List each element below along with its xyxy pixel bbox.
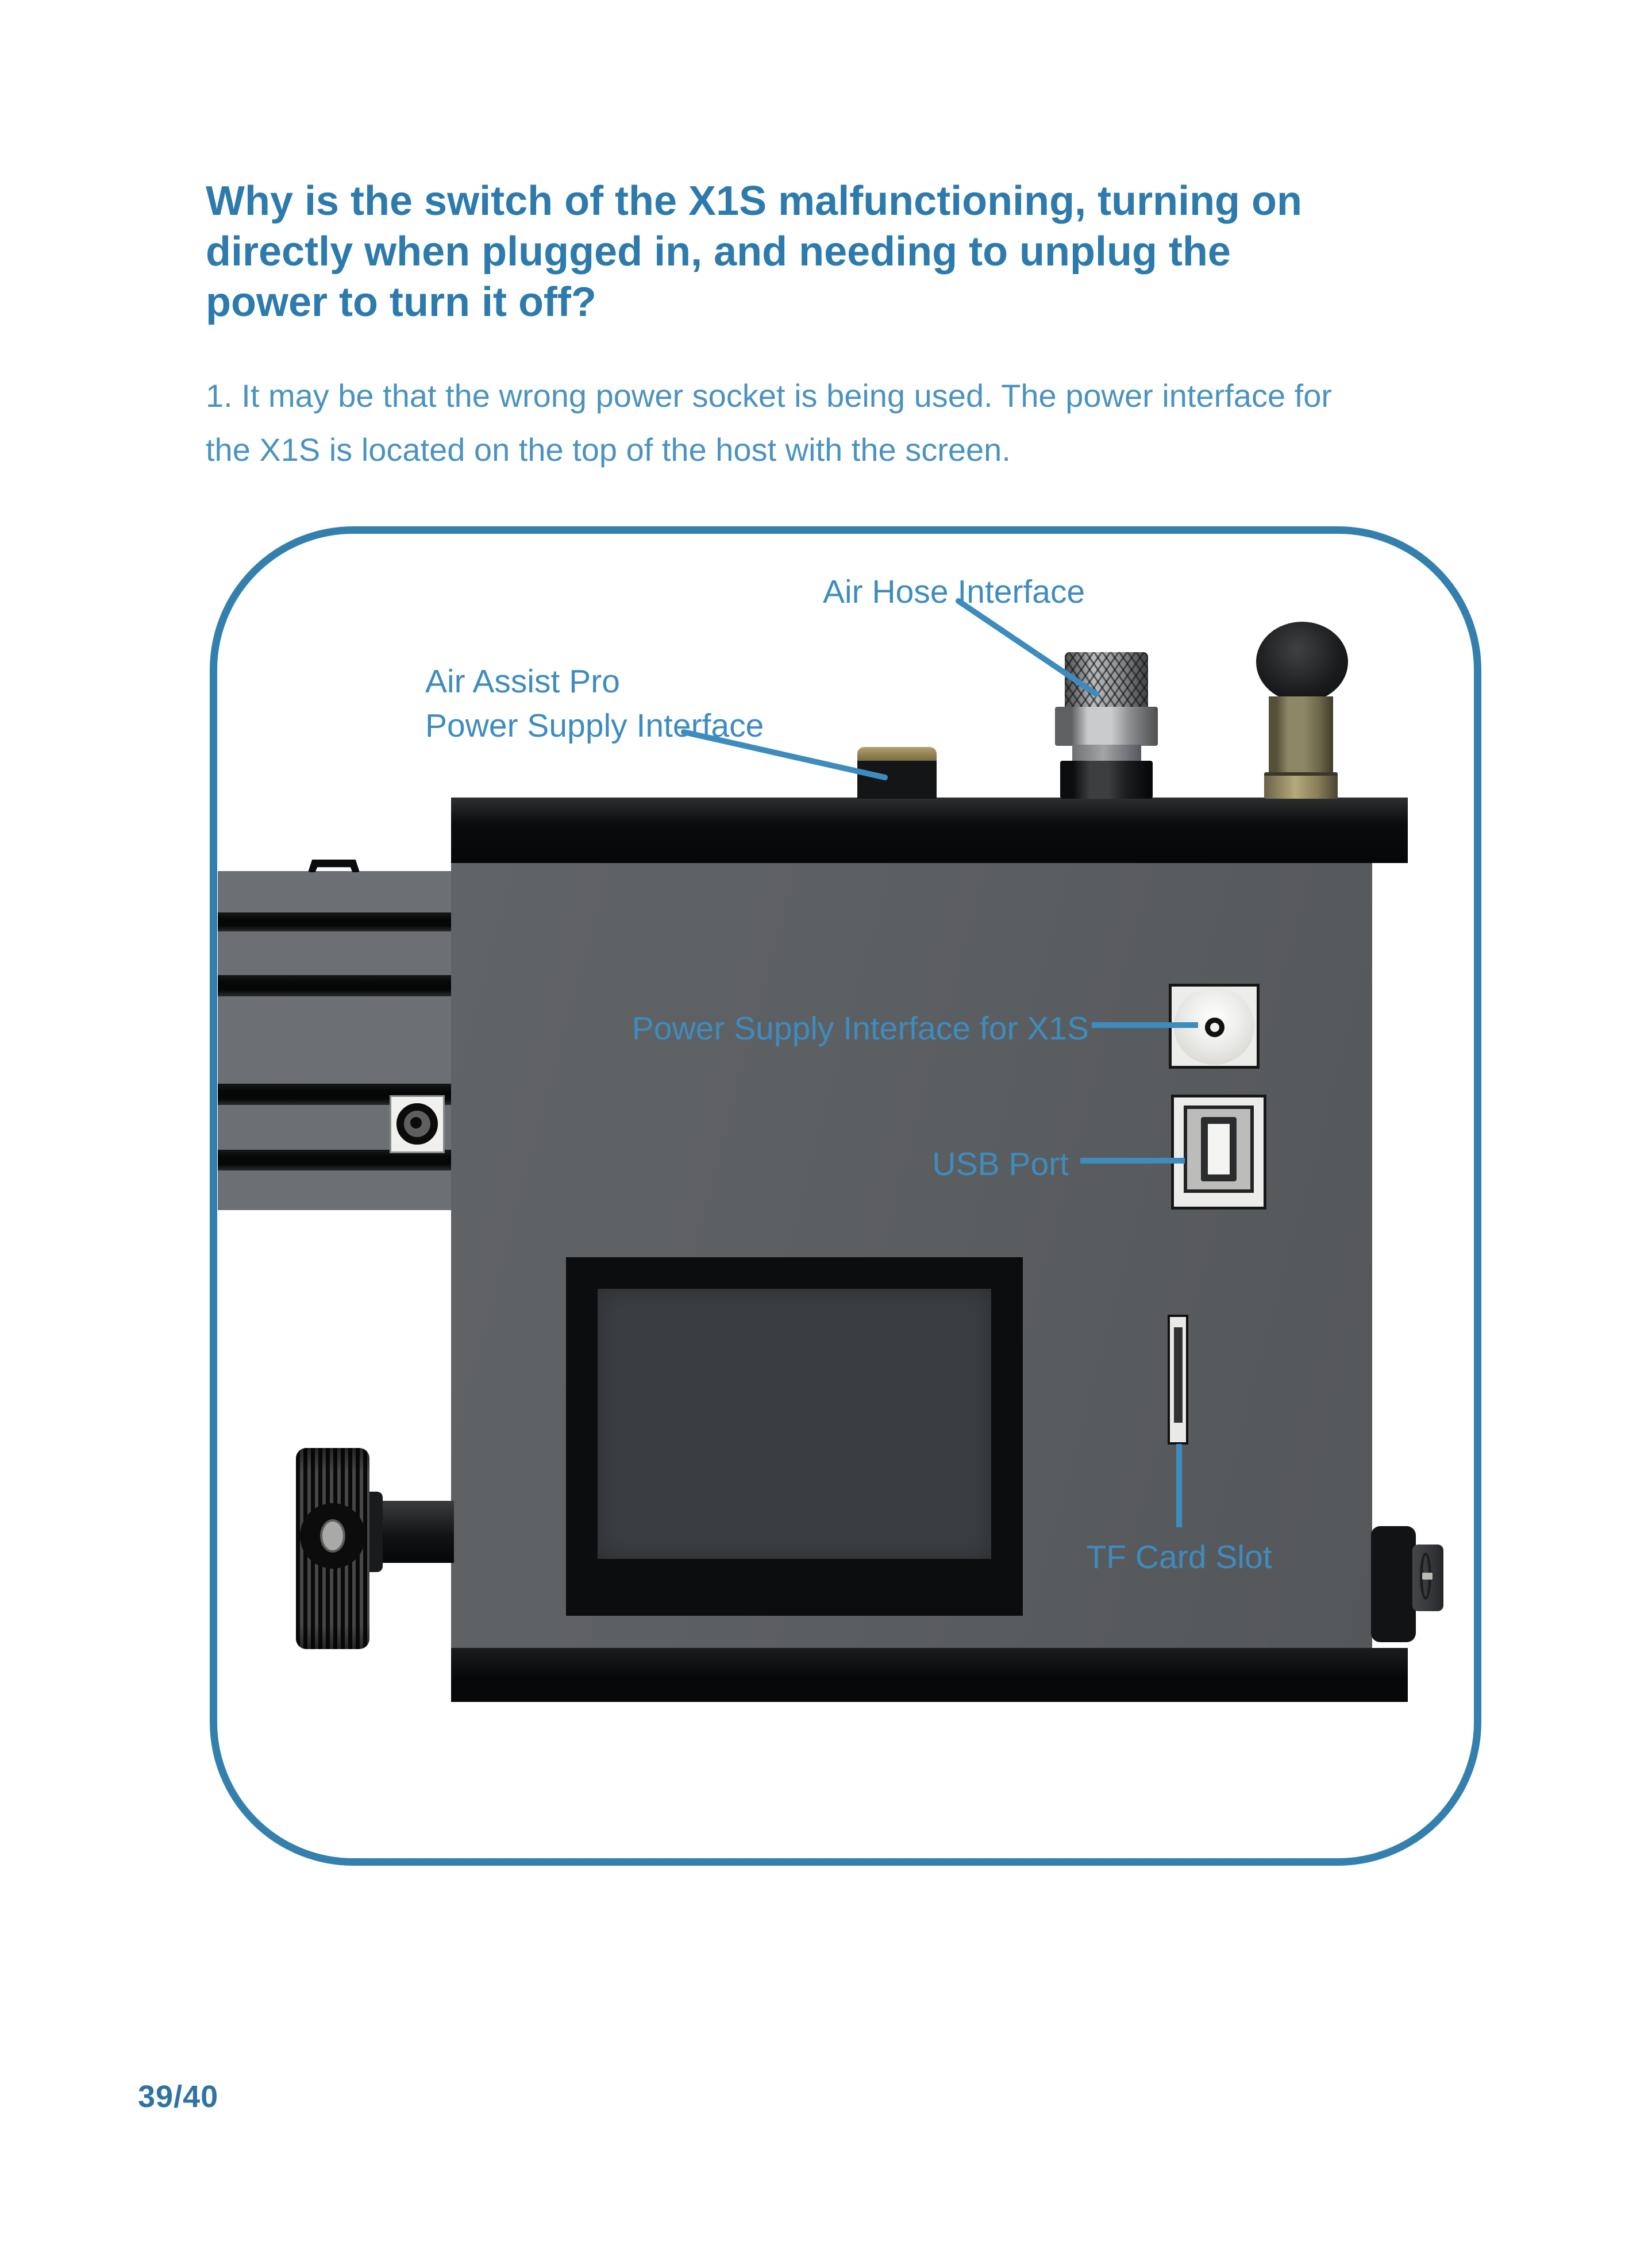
rail-groove bbox=[218, 912, 452, 931]
display-screen-bezel bbox=[566, 1257, 1023, 1616]
power-switch-rocker-mark bbox=[1422, 1573, 1432, 1580]
display-screen bbox=[598, 1289, 991, 1559]
tf-card-slot-opening bbox=[1174, 1327, 1183, 1423]
power-switch-housing bbox=[1371, 1526, 1416, 1642]
power-supply-jack-pin-hole bbox=[1205, 1018, 1224, 1037]
air-hose-collar bbox=[1072, 745, 1141, 762]
power-supply-label: Power Supply Interface for X1S bbox=[631, 1010, 1089, 1047]
page-title: Why is the switch of the X1S malfunction… bbox=[206, 176, 1527, 328]
camera-lens-ring bbox=[396, 1103, 438, 1145]
air-hose-hex-nut bbox=[1055, 707, 1158, 746]
power-switch-rocker bbox=[1412, 1545, 1443, 1611]
air-assist-label-line-2: Power Supply Interface bbox=[425, 707, 764, 744]
usb-port-socket bbox=[1201, 1117, 1237, 1181]
air-assist-label-line-1: Air Assist Pro bbox=[425, 663, 620, 700]
page-number: 39/40 bbox=[138, 2079, 219, 2114]
air-hose-base-nut bbox=[1060, 761, 1153, 799]
camera-lens-pupil bbox=[410, 1117, 422, 1128]
rail-camera-lens bbox=[390, 1095, 445, 1153]
power-supply-jack bbox=[1169, 984, 1260, 1069]
answer-paragraph: 1. It may be that the wrong power socket… bbox=[206, 369, 1556, 477]
ball-knob bbox=[1256, 622, 1348, 702]
answer-line-1: 1. It may be that the wrong power socket… bbox=[206, 378, 1333, 414]
figure-frame bbox=[210, 526, 1481, 1866]
ball-knob-hex-post bbox=[1269, 696, 1333, 773]
rail-groove bbox=[218, 1150, 452, 1170]
tf-card-slot bbox=[1168, 1315, 1188, 1445]
left-rail bbox=[218, 871, 452, 1210]
usb-port bbox=[1171, 1095, 1266, 1210]
usb-label: USB Port bbox=[932, 1146, 1069, 1183]
air-assist-label: Air Assist Pro Power Supply Interface bbox=[425, 660, 764, 748]
heading-line-1: Why is the switch of the X1S malfunction… bbox=[206, 178, 1302, 224]
heading-line-3: power to turn it off? bbox=[206, 279, 596, 325]
air-hose-label: Air Hose Interface bbox=[823, 573, 1085, 610]
rail-groove bbox=[218, 975, 452, 996]
focus-knob-hub-hole bbox=[320, 1519, 345, 1553]
air-assist-connector bbox=[857, 761, 937, 799]
tf-card-label: TF Card Slot bbox=[1086, 1539, 1272, 1576]
answer-line-2: the X1S is located on the top of the hos… bbox=[206, 432, 1011, 468]
air-hose-connector bbox=[1065, 652, 1148, 708]
ball-knob-base-nut bbox=[1264, 772, 1338, 799]
heading-line-2: directly when plugged in, and needing to… bbox=[206, 229, 1231, 275]
host-top-panel bbox=[451, 798, 1408, 863]
focus-knob-hub bbox=[300, 1503, 365, 1569]
host-bottom-panel bbox=[451, 1648, 1408, 1702]
usb-port-shroud bbox=[1184, 1106, 1254, 1193]
